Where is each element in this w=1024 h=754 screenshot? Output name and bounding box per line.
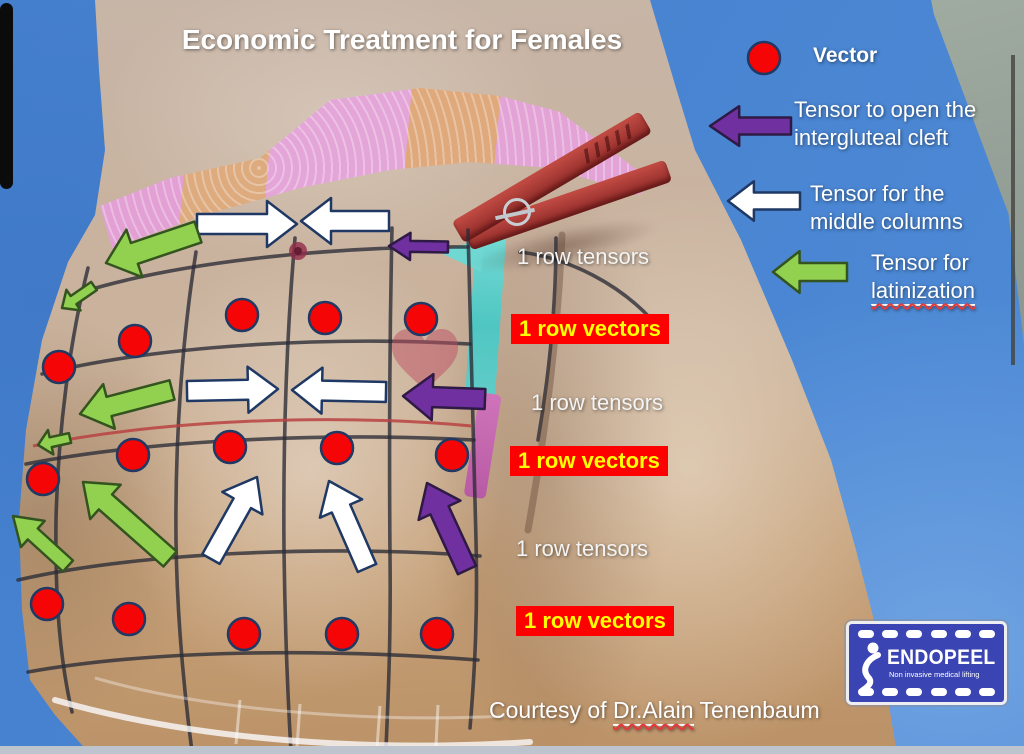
logo-brand-text: ENDOPEEL [887,646,996,669]
image-right-edge [1011,55,1015,365]
legend-label-vector: Vector [813,44,878,67]
courtesy-doctor-name: Dr.Alain [613,697,694,726]
courtesy-credit: Courtesy of Dr.Alain Tenenbaum [489,697,820,726]
row-label-vectors-1: 1 row vectors [511,314,669,344]
courtesy-suffix: Tenenbaum [693,697,820,723]
legend-text-line: Tensor to open the [794,97,977,122]
filmstrip-dashes-bottom [858,688,995,696]
image-bottom-edge [0,746,1024,754]
courtesy-prefix: Courtesy of [489,697,613,723]
legend-label-middle-columns: Tensor for the middle columns [810,180,963,236]
legend-text-line: Tensor for the [810,181,945,206]
endopeel-logo: ENDOPEEL Non invasive medical lifting [846,621,1007,705]
row-label-vectors-2: 1 row vectors [510,446,668,476]
row-label-vectors-3: 1 row vectors [516,606,674,636]
legend-text-line: middle columns [810,209,963,234]
endopeel-person-icon [860,642,881,691]
filmstrip-dashes-top [858,630,995,638]
logo-tagline: Non invasive medical lifting [889,670,980,679]
legend-text-line: Tensor for [871,250,969,275]
page-title: Economic Treatment for Females [181,24,623,55]
legend-text-line: intergluteal cleft [794,125,949,150]
legend-text-line-underlined: latinization [871,278,975,306]
row-label-tensors-1: 1 row tensors [517,244,650,269]
video-edge-bar [0,3,13,189]
row-label-tensors-3: 1 row tensors [516,536,649,561]
legend-label-intergluteal: Tensor to open the intergluteal cleft [794,96,976,152]
legend-label-latinization: Tensor for latinization [871,249,975,306]
row-label-tensors-2: 1 row tensors [531,390,664,415]
